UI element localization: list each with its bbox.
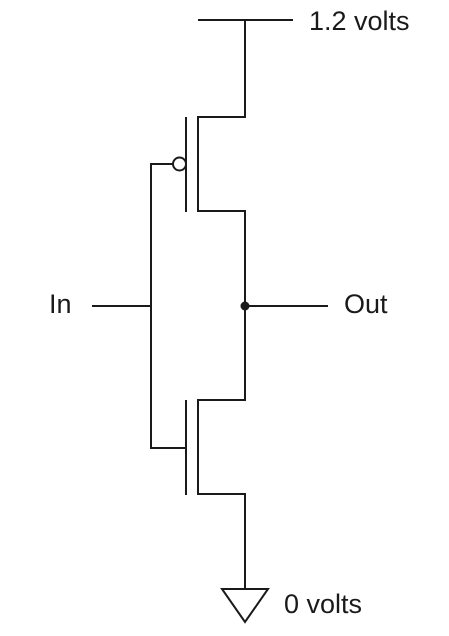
pmos-transistor — [150, 116, 246, 212]
pmos-gate-bubble — [172, 156, 187, 172]
input-label: In — [49, 289, 72, 319]
vdd-label: 1.2 volts — [309, 6, 410, 36]
nmos-transistor — [150, 399, 246, 495]
gnd-label: 0 volts — [284, 589, 362, 619]
ground-symbol — [220, 588, 270, 624]
output-label: Out — [344, 289, 388, 319]
